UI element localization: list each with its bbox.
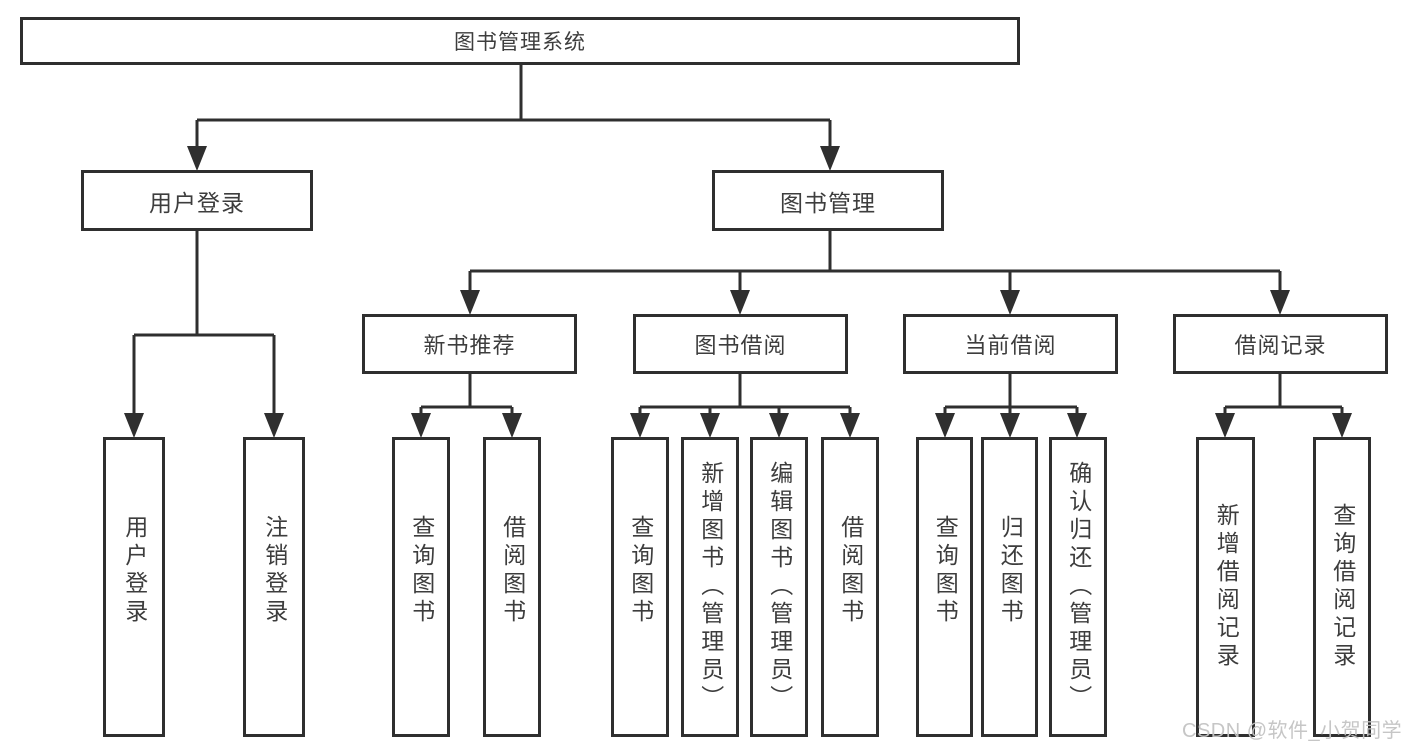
leaf-cb-return-books: 归还图书: [981, 437, 1038, 737]
leaf-nbr-query-books-label: 查询图书: [408, 515, 435, 627]
node-new-book-recommend: 新书推荐: [362, 314, 577, 374]
node-book-borrow: 图书借阅: [633, 314, 848, 374]
leaf-bb-add-books-admin: 新增图书（管理员）: [681, 437, 739, 737]
leaf-br-add-record-label: 新增借阅记录: [1213, 503, 1240, 671]
leaf-bb-query-books: 查询图书: [611, 437, 669, 737]
leaf-br-query-record: 查询借阅记录: [1313, 437, 1371, 737]
leaf-bb-borrow-books-label: 借阅图书: [837, 515, 864, 627]
leaf-nbr-borrow-books: 借阅图书: [483, 437, 541, 737]
leaf-user-login-label: 用户登录: [121, 515, 148, 627]
leaf-logout: 注销登录: [243, 437, 305, 737]
leaf-cb-return-books-label: 归还图书: [997, 515, 1024, 627]
node-root-label: 图书管理系统: [454, 31, 586, 54]
node-book-management: 图书管理: [712, 170, 944, 231]
node-root: 图书管理系统: [20, 17, 1020, 65]
node-current-borrow: 当前借阅: [903, 314, 1118, 374]
csdn-watermark: CSDN @软件_小贺同学: [1182, 720, 1403, 742]
leaf-user-login: 用户登录: [103, 437, 165, 737]
leaf-cb-confirm-return-admin-label: 确认归还（管理员）: [1065, 461, 1092, 713]
node-user-login-label: 用户登录: [149, 189, 245, 216]
node-book-management-label: 图书管理: [780, 189, 876, 216]
leaf-bb-add-books-admin-label: 新增图书（管理员）: [697, 461, 724, 713]
node-current-borrow-label: 当前借阅: [964, 333, 1057, 358]
node-borrow-records: 借阅记录: [1173, 314, 1388, 374]
leaf-br-add-record: 新增借阅记录: [1196, 437, 1255, 737]
leaf-nbr-query-books: 查询图书: [392, 437, 450, 737]
leaf-nbr-borrow-books-label: 借阅图书: [499, 515, 526, 627]
node-user-login: 用户登录: [81, 170, 313, 231]
node-borrow-records-label: 借阅记录: [1234, 333, 1327, 358]
leaf-bb-edit-books-admin: 编辑图书（管理员）: [750, 437, 808, 737]
node-new-book-recommend-label: 新书推荐: [423, 333, 516, 358]
leaf-cb-query-books: 查询图书: [916, 437, 973, 737]
leaf-bb-borrow-books: 借阅图书: [821, 437, 879, 737]
leaf-cb-query-books-label: 查询图书: [932, 515, 959, 627]
leaf-cb-confirm-return-admin: 确认归还（管理员）: [1049, 437, 1107, 737]
arrowhead-icons: [124, 146, 1352, 438]
leaf-logout-label: 注销登录: [261, 515, 288, 627]
node-book-borrow-label: 图书借阅: [694, 333, 787, 358]
leaf-br-query-record-label: 查询借阅记录: [1329, 503, 1356, 671]
leaf-bb-edit-books-admin-label: 编辑图书（管理员）: [766, 461, 793, 713]
leaf-bb-query-books-label: 查询图书: [627, 515, 654, 627]
